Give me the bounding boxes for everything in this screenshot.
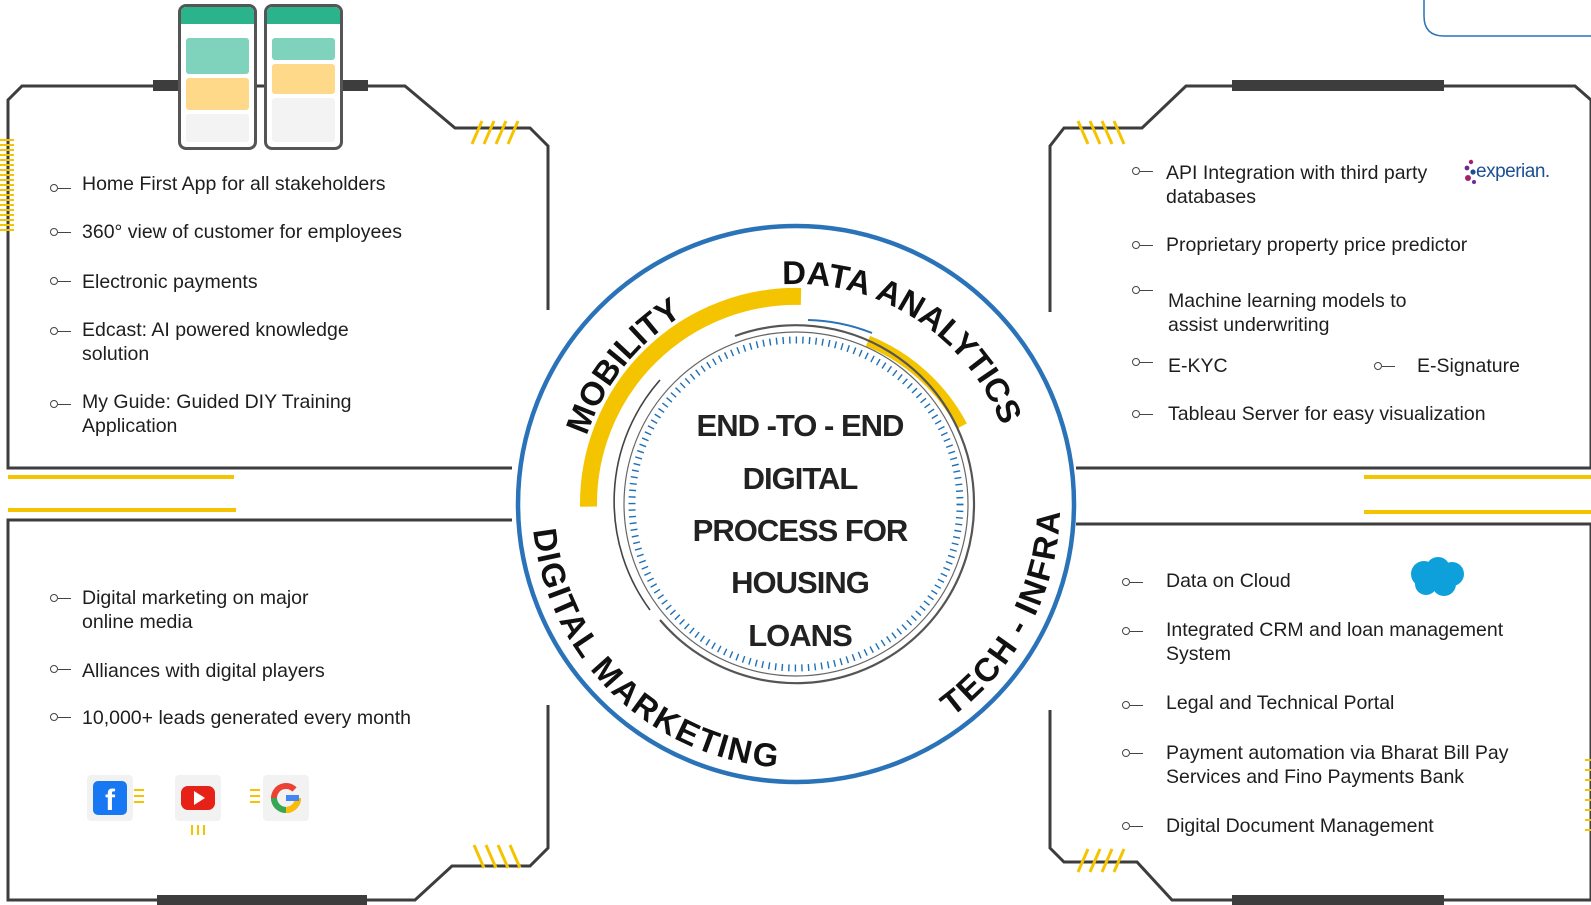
analytics-item-3-line-1: Machine learning models to (1168, 290, 1407, 312)
infra-item-2-line-1: Integrated CRM and loan management (1166, 619, 1504, 641)
analytics-item-1-line-1: API Integration with third party (1166, 162, 1428, 184)
bullet-icon (1132, 285, 1154, 295)
phone-1-header (181, 7, 254, 24)
infra-item-3: Legal and Technical Portal (1166, 692, 1395, 714)
center-line-4: HOUSING (731, 565, 870, 600)
facebook-icon: f (87, 775, 133, 821)
analytics-item-1-line-2: databases (1166, 186, 1256, 208)
marketing-item-3: 10,000+ leads generated every month (82, 707, 412, 729)
analytics-item-5: E-Signature (1417, 355, 1520, 377)
phone-2-card-yellow (272, 64, 335, 94)
experian-dots-icon (1464, 159, 1476, 184)
analytics-item-6: Tableau Server for easy visualization (1168, 403, 1486, 425)
bullet-icon (50, 399, 72, 409)
bullet-icon (1374, 361, 1396, 371)
experian-logo: experian. (1464, 158, 1556, 188)
youtube-icon (175, 775, 221, 821)
salesforce-cloud-icon (1411, 557, 1464, 596)
bullet-icon (1132, 409, 1154, 419)
phone-2-list (272, 98, 335, 142)
bullet-icon (1132, 240, 1154, 250)
bullet-icon (1122, 700, 1144, 710)
marketing-panel-outline (6, 518, 550, 902)
corner-decoration (1423, 0, 1591, 37)
center-wheel: MOBILITY DATA ANALYTICS DIGITAL MARKETIN… (515, 223, 1077, 785)
analytics-item-3-line-2: assist underwriting (1168, 314, 1330, 336)
bullet-icon (50, 276, 72, 286)
mobility-item-3: Electronic payments (82, 271, 258, 293)
bullet-icon (50, 227, 72, 237)
experian-wordmark: experian. (1476, 161, 1550, 182)
infra-panel-outline (1048, 522, 1591, 902)
analytics-panel-outline (1048, 84, 1591, 470)
bullet-icon (1122, 748, 1144, 758)
phone-2-header (267, 7, 340, 24)
mobility-item-2: 360° view of customer for employees (82, 221, 402, 243)
infra-item-5: Digital Document Management (1166, 815, 1434, 837)
center-line-5: LOANS (748, 618, 853, 653)
bullet-icon (50, 712, 72, 722)
mobility-item-5-line-2: Application (82, 415, 178, 437)
bullet-icon (50, 593, 72, 603)
center-line-1: END -TO - END (696, 408, 905, 443)
infra-item-2-line-2: System (1166, 643, 1232, 665)
phone-mockup-2 (264, 4, 343, 150)
phone-1-card-green (186, 38, 249, 74)
mobility-yellow-arc (579, 287, 802, 507)
bullet-icon (1122, 821, 1144, 831)
bullet-icon (1122, 577, 1144, 587)
phone-1-card-yellow (186, 78, 249, 110)
bullet-icon (50, 183, 72, 193)
infra-item-4-line-2: Services and Fino Payments Bank (1166, 766, 1465, 788)
bullet-icon (1122, 626, 1144, 636)
bullet-icon (1132, 357, 1154, 367)
social-connector-marks (134, 789, 260, 835)
mobility-item-1: Home First App for all stakeholders (82, 173, 386, 195)
bullet-icon (1132, 166, 1154, 176)
phone-mockup-1 (178, 4, 257, 150)
mobility-item-4-line-2: solution (82, 343, 150, 365)
phone-2-card-green (272, 38, 335, 60)
google-icon (263, 775, 309, 821)
mobility-item-5-line-1: My Guide: Guided DIY Training (82, 391, 352, 413)
infra-item-4-line-1: Payment automation via Bharat Bill Pay (1166, 742, 1509, 764)
infra-item-1: Data on Cloud (1166, 570, 1291, 592)
mobility-item-4-line-1: Edcast: AI powered knowledge (82, 319, 349, 341)
center-line-2: DIGITAL (742, 461, 859, 496)
analytics-item-4: E-KYC (1168, 355, 1228, 377)
center-line-3: PROCESS FOR (692, 513, 909, 548)
marketing-item-1-line-1: Digital marketing on major (82, 587, 309, 609)
marketing-item-1-line-2: online media (82, 611, 193, 633)
analytics-item-2: Proprietary property price predictor (1166, 234, 1468, 256)
bullet-icon (50, 326, 72, 336)
mobility-panel-outline (6, 84, 550, 470)
marketing-item-2: Alliances with digital players (82, 660, 325, 682)
bullet-icon (50, 664, 72, 674)
phone-1-list (186, 114, 249, 142)
